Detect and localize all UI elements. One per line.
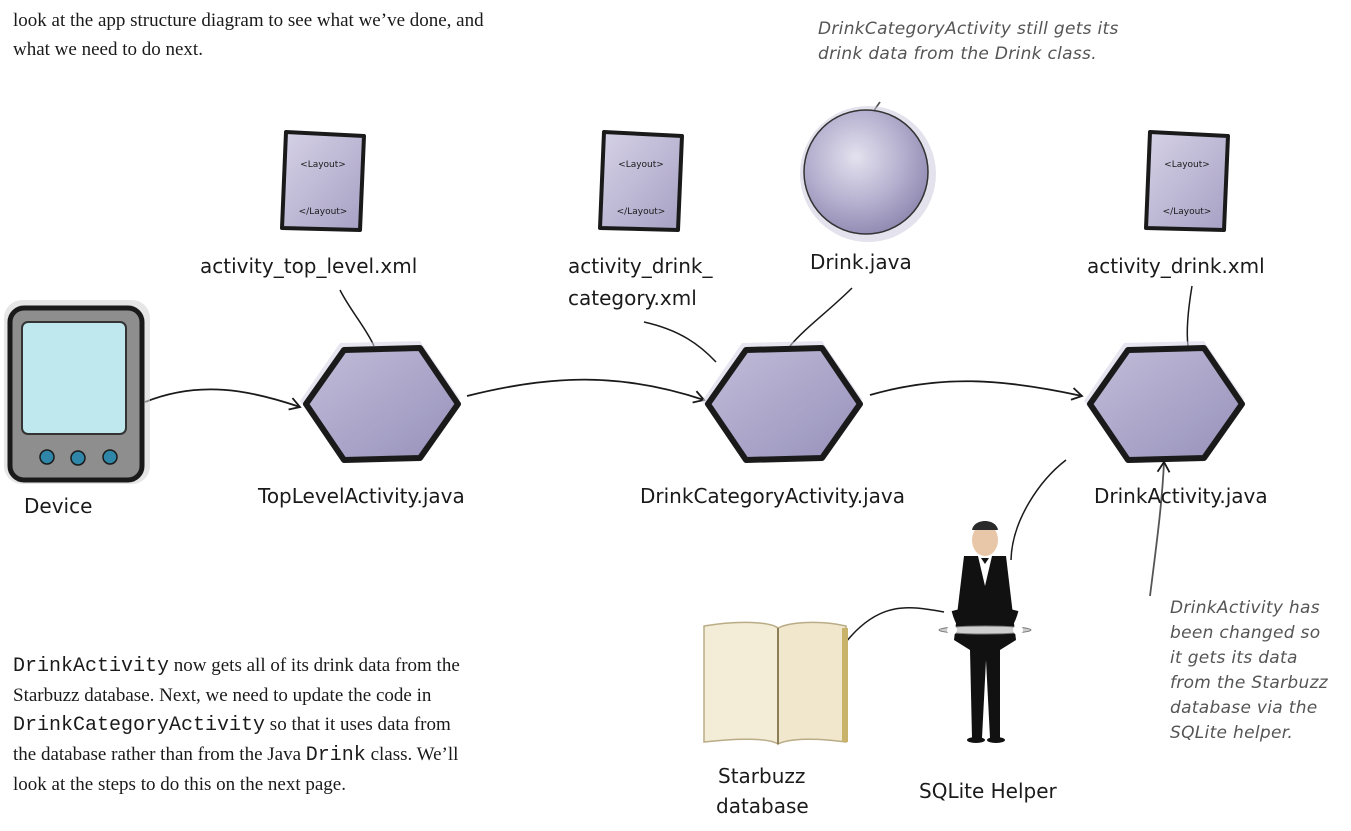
layout-close-tag: </Layout>: [617, 207, 666, 217]
layout-file-icon: <Layout> </Layout>: [598, 130, 684, 232]
annotation-line: it gets its data: [1170, 648, 1298, 668]
annotation-line: drink data from the Drink class.: [818, 44, 1097, 64]
sqlite-helper-label: SQLite Helper: [919, 779, 1057, 803]
arrow-category-to-drink: [869, 380, 1084, 401]
bottom-line-4: the database rather than from the Java D…: [13, 740, 653, 770]
layout-file-icon: <Layout> </Layout>: [1144, 130, 1230, 232]
bottom-line-4-b: class. We’ll: [365, 744, 459, 765]
category-layout-label-line2: category.xml: [568, 286, 697, 310]
code-drinkcategoryactivity: DrinkCategoryActivity: [13, 714, 266, 737]
database-label-line1: Starbuzz: [718, 764, 806, 788]
layout-open-tag: <Layout>: [1164, 160, 1210, 170]
annotation-line: SQLite helper.: [1170, 723, 1294, 743]
annotation-line: been changed so: [1170, 623, 1321, 643]
activity-hexagon-icon: [300, 341, 461, 463]
bottom-line-2: Starbuzz database. Next, we need to upda…: [13, 685, 432, 706]
database-label-line2: database: [716, 794, 809, 818]
annotation-arrow-drinkactivity: [1149, 460, 1171, 597]
layout-open-tag: <Layout>: [300, 160, 346, 170]
intro-line-2: what we need to do next.: [13, 39, 203, 60]
category-activity-label: DrinkCategoryActivity.java: [640, 484, 905, 508]
activity-hexagon-icon: [1084, 341, 1245, 463]
activity-hexagon-icon: [702, 341, 863, 463]
drink-activity-label: DrinkActivity.java: [1094, 484, 1268, 508]
layout-close-tag: </Layout>: [299, 207, 348, 217]
butler-helper-icon: [938, 521, 1032, 743]
annotation-line: database via the: [1170, 698, 1318, 718]
annotation-line: DrinkCategoryActivity still gets its: [818, 19, 1119, 39]
bottom-line-1: DrinkActivity now gets all of its drink …: [13, 651, 653, 681]
bottom-line-4-a: the database rather than from the Java: [13, 744, 306, 765]
annotation-line: DrinkActivity has: [1170, 598, 1320, 618]
layout-open-tag: <Layout>: [618, 160, 664, 170]
layout-close-tag: </Layout>: [1163, 207, 1212, 217]
code-drinkactivity: DrinkActivity: [13, 655, 170, 678]
drink-layout-label: activity_drink.xml: [1087, 254, 1265, 278]
top-level-activity-label: TopLevelActivity.java: [258, 484, 465, 508]
layout-file-icon: <Layout> </Layout>: [280, 130, 366, 232]
drink-class-label: Drink.java: [810, 250, 912, 274]
connector-lines: [339, 285, 1193, 643]
bottom-line-1-rest: now gets all of its drink data from the: [169, 655, 460, 676]
intro-line-1: look at the app structure diagram to see…: [13, 10, 484, 31]
bottom-paragraph: DrinkActivity now gets all of its drink …: [13, 651, 653, 799]
drink-activity-annotation: DrinkActivity has been changed so it get…: [1170, 596, 1328, 746]
annotation-line: from the Starbuzz: [1170, 673, 1329, 693]
intro-paragraph: look at the app structure diagram to see…: [13, 6, 713, 64]
bottom-line-5: look at the steps to do this on the next…: [13, 774, 346, 795]
class-circle-icon: [800, 106, 936, 242]
drink-class-annotation: DrinkCategoryActivity still gets its dri…: [818, 17, 1119, 67]
category-layout-label-line1: activity_drink_: [568, 254, 713, 278]
code-drink: Drink: [305, 744, 366, 767]
bottom-line-3-rest: so that it uses data from: [265, 714, 451, 735]
bottom-line-3: DrinkCategoryActivity so that it uses da…: [13, 710, 653, 740]
database-book-icon: [703, 621, 848, 746]
arrow-top-to-category: [466, 378, 706, 404]
device-icon: [4, 300, 150, 484]
device-label: Device: [24, 494, 93, 518]
arrow-device-to-top: [144, 388, 302, 411]
top-level-layout-label: activity_top_level.xml: [200, 254, 418, 278]
